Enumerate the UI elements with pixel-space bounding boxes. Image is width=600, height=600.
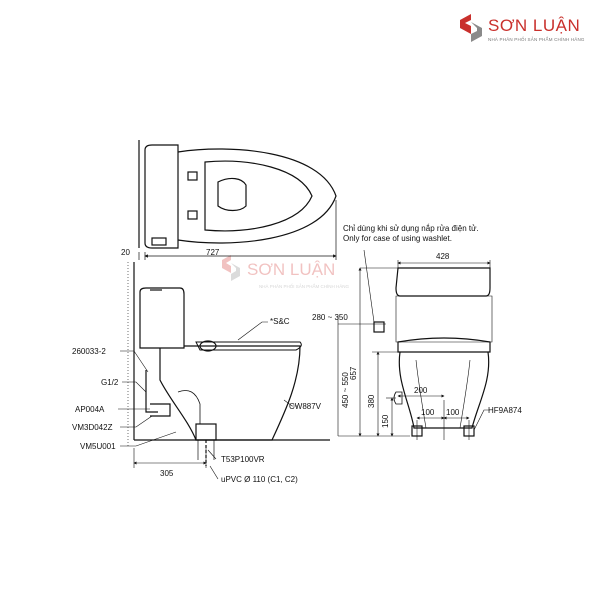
top-view [138,140,337,249]
side-view-leaders [118,321,298,480]
front-view-outlet-socket [373,321,385,333]
side-view-seat [195,341,302,351]
side-view-flange [195,423,217,441]
front-view-foot-left-dimension: 100 [421,408,435,417]
part-g1-2: G1/2 [101,378,119,387]
front-view-bowl [398,351,490,429]
top-view-outlet [217,177,247,212]
side-view-hose [177,390,201,424]
washlet-note-vi: Chỉ dùng khi sử dụng nắp rửa điện tử. [343,224,479,233]
side-view-tank [139,287,185,349]
top-view-hinge-left [187,171,198,181]
brand-name: SƠN LUẬN [488,16,581,35]
side-view [127,262,330,466]
watermark: SƠN LUẬN NHÀ PHÂN PHỐI SẢN PHẨM CHÍNH HÃ… [222,255,350,289]
front-view-tank-body [395,295,493,343]
washlet-note-en: Only for case of using washlet. [343,234,452,243]
top-view-hinge-right [187,210,198,220]
front-view-dimensions [337,249,491,440]
part-t53p100vr: T53P100VR [221,455,265,464]
top-view-seat [204,160,313,232]
front-view-height-dimension: 657 [349,366,358,380]
part-upvc-pipe: uPVC Ø 110 (C1, C2) [221,475,298,484]
front-view-foot-right-dimension: 100 [446,408,460,417]
top-view-dimension [138,200,337,260]
brand-logo: SƠN LUẬN NHÀ PHÂN PHỐI SẢN PHẨM CHÍNH HÃ… [457,10,597,50]
part-s-and-c: *S&C [270,317,290,326]
front-view-tank [395,267,491,297]
side-view-supply-pipe [145,370,158,413]
front-view-supply-valve [393,391,403,405]
top-view-bowl [177,148,337,244]
front-view-seat-range-dimension: 450 ~ 550 [341,372,350,408]
part-260033-2: 260033-2 [72,347,106,356]
part-cw887v: CW887V [289,402,322,411]
part-ap004a: AP004A [75,405,105,414]
top-view-length-dimension: 727 [206,248,220,257]
front-view-seat [397,337,491,353]
side-view-stop-valve [150,403,171,417]
front-view-width-dimension: 428 [436,252,450,261]
front-view-bowl-inner [415,359,471,429]
side-view-seat-hinge [199,340,217,352]
top-view-valve [151,237,167,246]
brand-tagline: NHÀ PHÂN PHỐI SẢN PHẨM CHÍNH HÃNG [488,37,585,42]
part-vm5u001: VM5U001 [80,442,116,451]
front-view-valve-height-dimension: 150 [381,414,390,428]
brand-mark-icon [460,14,482,42]
top-view-gap-dimension: 20 [121,248,130,257]
front-view-seat-height-dimension: 380 [367,394,376,408]
side-view-offset-dimension: 305 [160,469,174,478]
part-hf9a874: HF9A874 [488,406,522,415]
top-view-tank [144,144,179,249]
front-view-valve-offset-dimension: 200 [414,386,428,395]
side-view-bowl [159,345,301,441]
part-vm3d042z: VM3D042Z [72,423,113,432]
watermark-name: SƠN LUẬN [247,260,335,279]
front-view-socket-height-dimension: 280 ~ 350 [312,313,348,322]
watermark-tagline: NHÀ PHÂN PHỐI SẢN PHẨM CHÍNH HÃNG [259,283,350,289]
